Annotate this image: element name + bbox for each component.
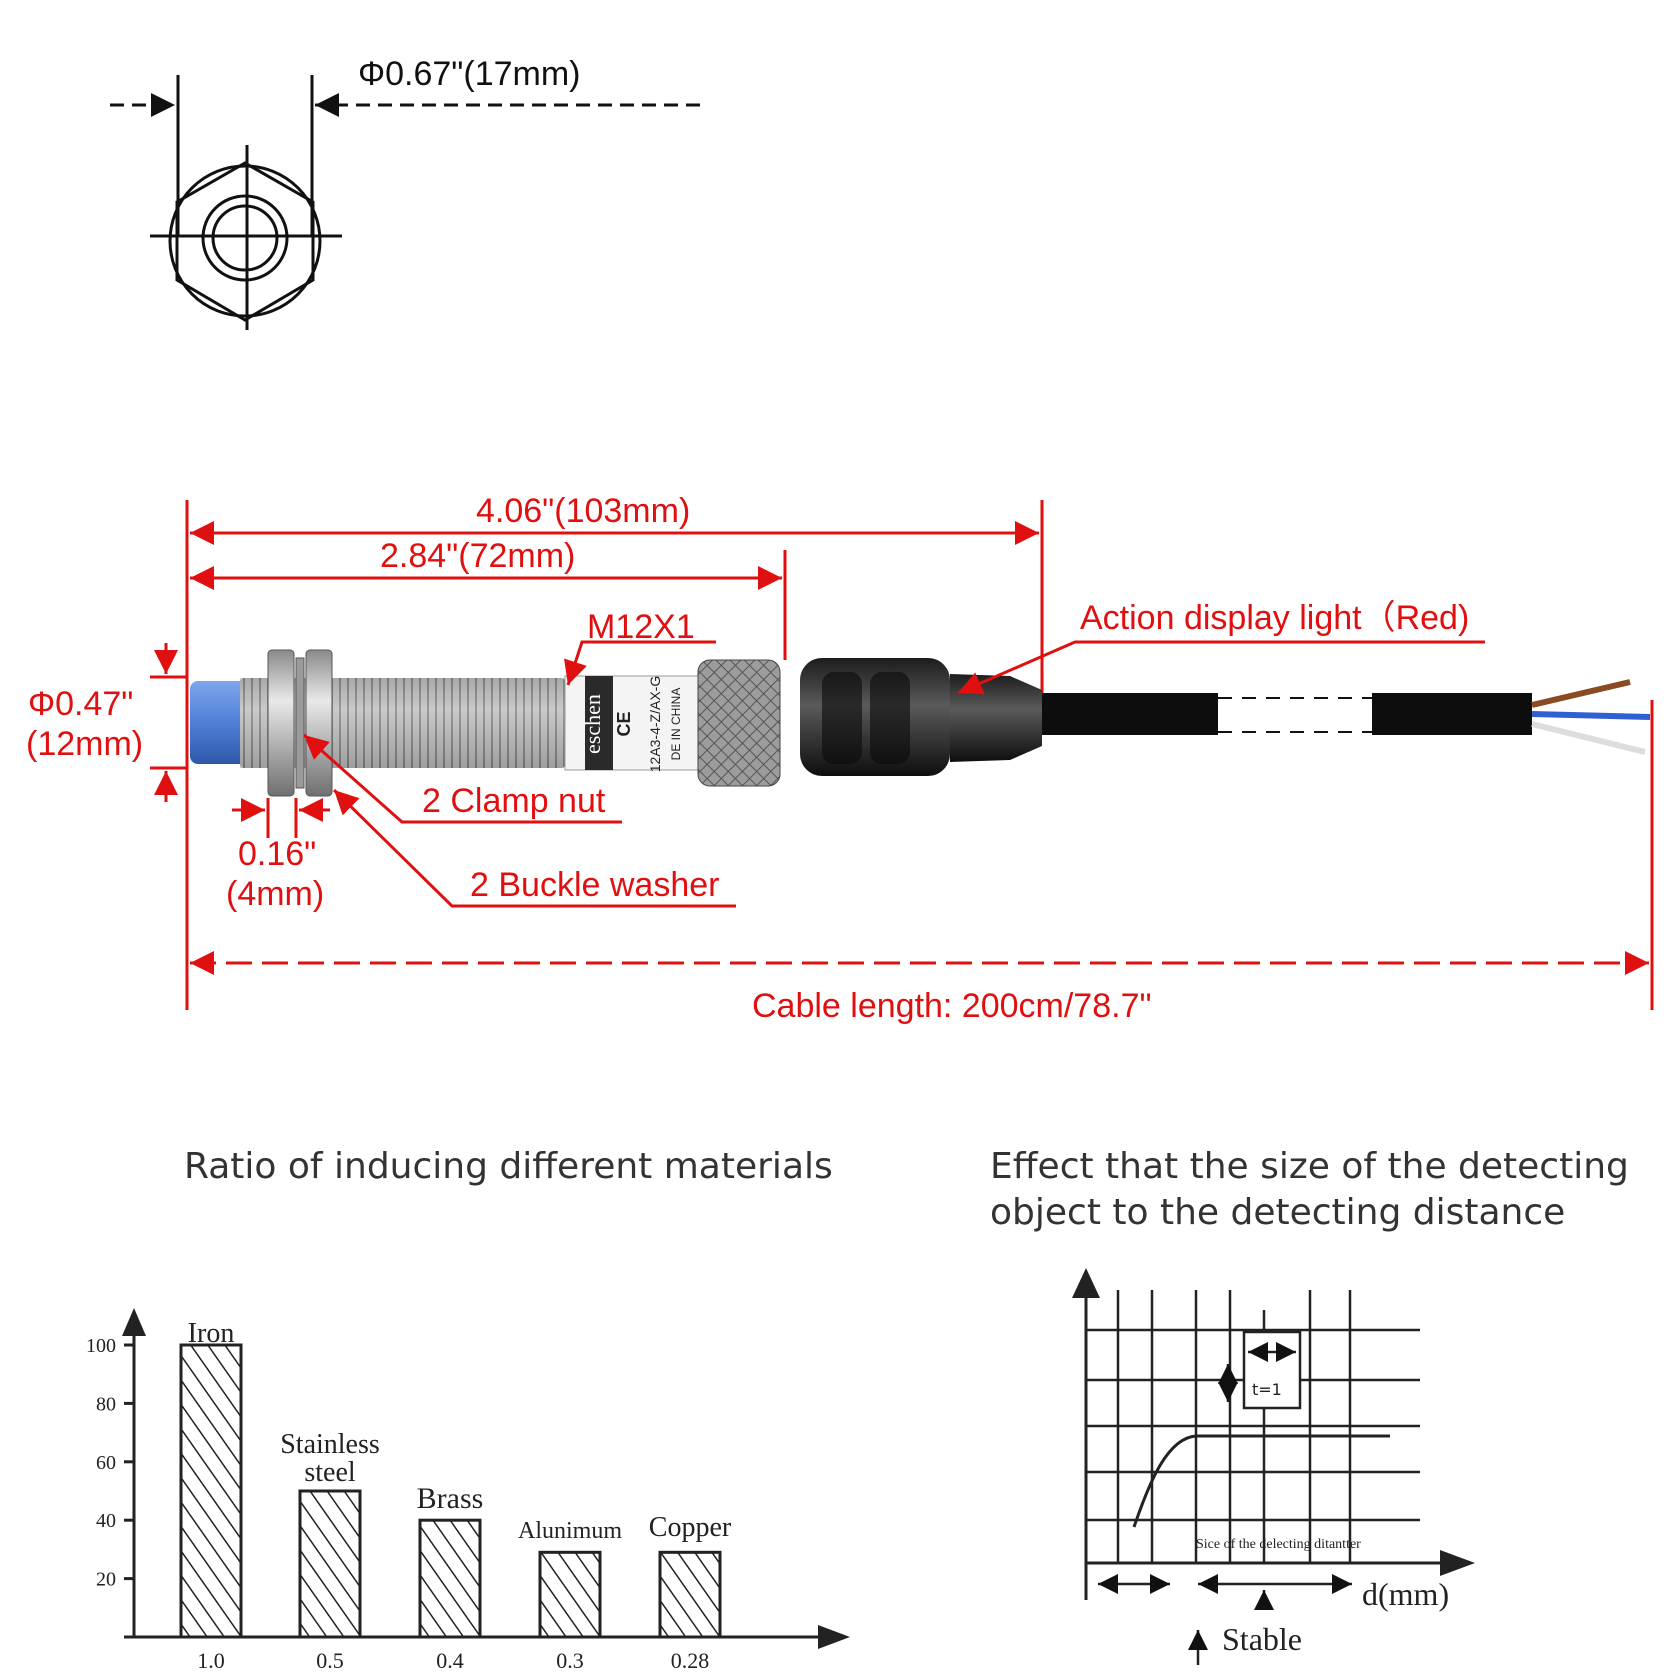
size-chart: Effect that the size of the detecting ob… <box>990 1146 1629 1665</box>
clamp-nut-1 <box>267 649 295 797</box>
y-tick-label-20: 20 <box>96 1569 116 1591</box>
target-thickness-label: t=1 <box>1252 1380 1282 1399</box>
clamp-nut-label: 2 Clamp nut <box>422 782 606 820</box>
sensor-annotations: M12X1 Action display light（Red) Φ0.47" (… <box>26 599 1654 1025</box>
cable-segment-1 <box>1042 693 1218 735</box>
bar-name-brass: Brass <box>417 1482 484 1515</box>
nut-width-label-1: 0.16" <box>238 835 316 873</box>
bar-alunimum <box>538 1550 602 1639</box>
action-light-label: Action display light（Red) <box>1080 599 1469 637</box>
cable-strain-relief <box>950 674 1042 762</box>
material-y-tick-group: 20 40 60 80 100 <box>86 1335 134 1591</box>
inner-circle <box>211 204 279 272</box>
action-light-leader <box>957 640 1485 695</box>
detection-curve <box>1132 1434 1390 1528</box>
bar-brass <box>418 1518 482 1639</box>
cable-length-label: Cable length: 200cm/78.7" <box>752 987 1152 1025</box>
material-label-group: Iron Stainless steel Brass Alunimum Copp… <box>188 1318 732 1673</box>
sensor-diameter-label-1: Φ0.47" <box>28 685 133 723</box>
model-print: 12A3-4-Z/AX-G <box>647 676 663 772</box>
material-chart-title: Ratio of inducing different materials <box>184 1146 833 1187</box>
thread-leader <box>564 640 716 686</box>
nut-width-label-2: (4mm) <box>226 875 324 913</box>
buckle-washer <box>295 657 305 789</box>
body-length-label: 2.84"(72mm) <box>380 537 575 575</box>
bar-name-stainless-1: Stainless <box>280 1429 380 1460</box>
bar-copper <box>658 1550 722 1639</box>
clamp-nut-2 <box>305 649 333 797</box>
ce-mark: CE <box>614 711 634 736</box>
brand-strip <box>585 676 613 770</box>
size-chart-title-2: object to the detecting distance <box>990 1192 1565 1233</box>
origin-print: DE IN CHINA <box>669 688 683 761</box>
buckle-washer-leader <box>332 788 736 908</box>
buckle-washer-label: 2 Buckle washer <box>470 866 719 904</box>
y-tick-label-80: 80 <box>96 1393 116 1415</box>
material-chart: Ratio of inducing different materials 20… <box>86 1146 850 1673</box>
material-y-axis-arrowhead <box>122 1308 146 1336</box>
connector-grip-2 <box>870 672 910 764</box>
bar-name-iron: Iron <box>188 1318 235 1349</box>
top-view-drawing: Φ0.67"(17mm) <box>110 55 700 330</box>
material-x-axis-arrowhead <box>818 1625 850 1649</box>
bar-ratio-iron: 1.0 <box>197 1648 225 1673</box>
clamp-nut-leader <box>303 733 622 824</box>
material-bar-group <box>179 1343 722 1639</box>
y-tick-label-40: 40 <box>96 1510 116 1532</box>
hex-nut-outline <box>175 161 315 322</box>
bar-name-copper: Copper <box>649 1512 732 1543</box>
knurled-coupling <box>697 659 781 787</box>
bar-name-stainless-2: steel <box>304 1457 356 1488</box>
bar-ratio-aluminum: 0.3 <box>556 1648 584 1673</box>
y-tick-label-100: 100 <box>86 1335 116 1357</box>
top-diameter-label: Φ0.67"(17mm) <box>358 55 580 93</box>
cable-segment-2 <box>1372 693 1532 735</box>
bar-ratio-copper: 0.28 <box>671 1648 710 1673</box>
bar-iron <box>179 1343 243 1639</box>
stable-label: Stable <box>1222 1621 1302 1657</box>
curve-annotation: Sice of the delecting ditantter <box>1196 1537 1361 1552</box>
brand-print: eschen <box>580 694 605 754</box>
connector-grip-1 <box>822 672 862 764</box>
middle-circle <box>201 194 289 282</box>
size-grid <box>1086 1290 1420 1563</box>
sensor-body: eschen CE 12A3-4-Z/AX-G DE IN CHINA <box>190 649 1651 797</box>
size-chart-title-1: Effect that the size of the detecting <box>990 1146 1629 1187</box>
sensor-dimension-lines: 4.06"(103mm) 2.84"(72mm) <box>185 492 1044 1010</box>
thread-label: M12X1 <box>587 608 695 646</box>
total-length-label: 4.06"(103mm) <box>476 492 690 530</box>
wire-blue <box>1531 711 1651 720</box>
y-tick-label-60: 60 <box>96 1452 116 1474</box>
wire-white <box>1531 721 1646 755</box>
bar-ratio-stainless: 0.5 <box>316 1648 344 1673</box>
sensor-diameter-label-2: (12mm) <box>26 725 143 763</box>
size-x-axis-label: d(mm) <box>1362 1576 1449 1612</box>
bar-ratio-brass: 0.4 <box>436 1648 464 1673</box>
sensing-face <box>190 681 248 764</box>
size-y-axis-arrowhead <box>1072 1268 1100 1298</box>
wire-brown <box>1531 679 1631 708</box>
bar-name-aluminum: Alunimum <box>518 1518 622 1544</box>
size-x-axis-arrowhead <box>1440 1550 1475 1576</box>
outer-circle <box>168 164 322 318</box>
bar-stainless-steel <box>298 1489 362 1639</box>
